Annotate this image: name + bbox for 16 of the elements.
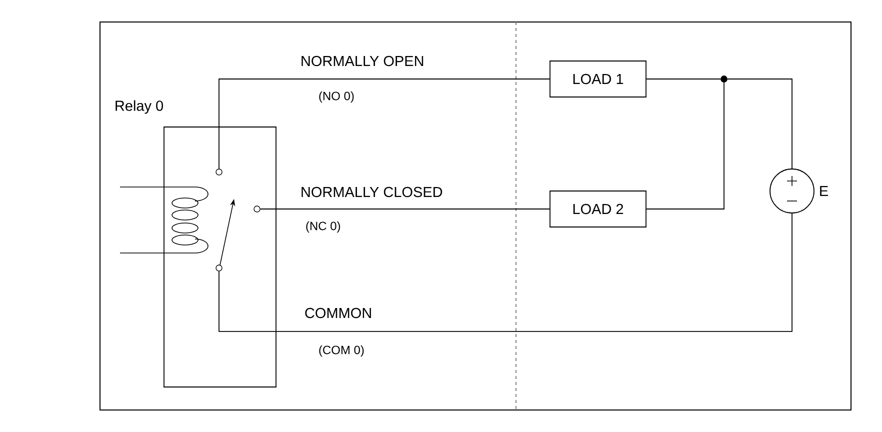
load-box: LOAD 2 <box>550 190 646 228</box>
wire <box>260 208 550 210</box>
wire-label: COMMON <box>305 308 371 318</box>
wire <box>646 78 721 80</box>
wire-sublabel: (NO 0) <box>319 91 354 103</box>
load-box: LOAD 1 <box>550 60 646 98</box>
wire <box>646 82 724 210</box>
wire-label: NORMALLY OPEN <box>302 56 424 66</box>
wire-sublabel: (NC 0) <box>306 221 340 233</box>
wire-label: NORMALLY CLOSED <box>302 186 442 198</box>
source-label: E <box>820 186 828 196</box>
wire <box>218 213 792 332</box>
wire <box>727 78 792 169</box>
wire <box>218 78 550 170</box>
relay-label: Relay 0 <box>116 100 164 114</box>
wire-sublabel: (COM 0) <box>319 345 364 357</box>
